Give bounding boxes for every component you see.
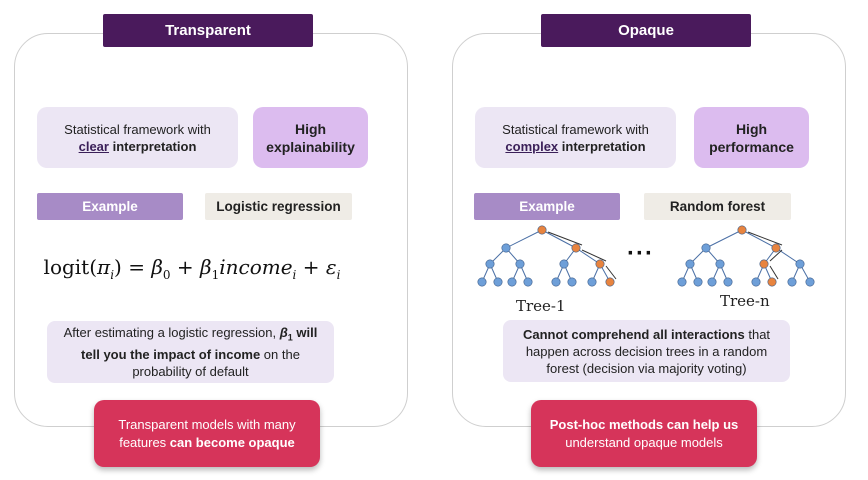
tree-n-node [751,277,761,287]
callout-text: understand opaque models [565,434,723,450]
badge-text: High explainability [266,120,355,155]
tree-1-node [493,277,503,287]
tree-n-node [737,225,747,235]
tree-1-node [523,277,533,287]
tree-n-edges [681,229,811,283]
tree-1-path-arrow [581,249,607,262]
formula-sub: i [292,268,297,282]
tree-n-node [795,259,805,269]
framework-text: Statistical framework with [502,121,649,137]
formula-sub1: 1 [211,268,220,282]
tree-1-node [567,277,577,287]
framework-text: Statistical framework with [64,121,211,137]
badge-text: High performance [709,120,794,155]
tree-n-node [805,277,815,287]
high-explainability-badge: High explainability [253,107,368,168]
example-label: Example [37,193,183,220]
callout-bold: Post-hoc methods can help us [549,416,739,432]
tree-n-node [677,277,687,287]
note-bold: Cannot comprehend all interactions [522,326,745,342]
transparent-title: Transparent [103,14,313,47]
tree-1-nodes [477,225,615,287]
note-beta: β [279,324,288,340]
tree-n-node [771,243,781,253]
tree-1-path-arrow [605,265,617,280]
formula-epsilon: ε [325,255,337,279]
tree-n-node [759,259,769,269]
example-value: Random forest [644,193,791,220]
callout-bold: can become opaque [169,434,295,450]
tree-1-node [605,277,615,287]
tree-1-label: Tree-1 [516,297,566,315]
tree-1-node [477,277,487,287]
transparent-callout: Transparent models with many features ca… [94,400,320,467]
transparent-note-box: After estimating a logistic regression, … [47,321,334,383]
note-text: After estimating a logistic regression, [63,324,280,340]
opaque-callout: Post-hoc methods can help us understand … [531,400,757,467]
tree-n-edge [705,229,743,249]
transparent-framework-box: Statistical framework with clear interpr… [37,107,238,168]
formula-pi: π [97,255,111,279]
random-forest-trees: Tree-1 Tree-n [477,225,815,315]
opaque-framework-box: Statistical framework with complex inter… [475,107,676,168]
tree-n-path-arrow [747,231,783,246]
high-performance-badge: High performance [694,107,809,168]
tree-n-node [701,243,711,253]
framework-emphasis: clear [78,138,109,154]
callout-text: Transparent models with many features [118,416,296,450]
tree-1-node [501,243,511,253]
tree-1-edge [575,247,601,265]
tree-1-node [537,225,547,235]
tree-n-path-arrow [769,265,779,280]
ellipsis: ··· [627,240,654,267]
framework-suffix: interpretation [108,138,197,154]
note-suffix: on the probability of default [132,347,300,380]
formula-beta1: β [200,255,212,279]
tree-1-node [571,243,581,253]
opaque-title: Opaque [541,14,751,47]
tree-n-node [707,277,717,287]
tree-n-node [693,277,703,287]
opaque-note-box: Cannot comprehend all interactions that … [503,320,790,382]
tree-n-node [787,277,797,287]
logit-formula: logit(πi) = β0 + β1incomei + εi [43,255,341,282]
tree-1-node [507,277,517,287]
formula-sub0: 0 [162,268,171,282]
note-beta-sub: 1 [287,332,293,343]
note-suffix: that happen across decision trees in a r… [525,326,771,376]
tree-n-edge [775,247,801,265]
tree-n-edge [741,229,777,249]
framework-suffix: interpretation [558,138,646,154]
formula-fn: logit [43,255,90,279]
formula-var: income [219,255,293,279]
tree-n-nodes [677,225,815,287]
tree-n-label: Tree-n [720,292,770,310]
tree-n-node [723,277,733,287]
tree-1-edges [481,229,617,283]
tree-1-path-arrow [547,231,583,246]
tree-n-node [715,259,725,269]
formula-sub: i [110,268,115,282]
formula-beta0: β [151,255,163,279]
tree-1-node [587,277,597,287]
formula-sub: i [336,268,341,282]
tree-1-node [551,277,561,287]
tree-n-node [767,277,777,287]
tree-n-path-arrow [769,249,783,262]
tree-1-node [559,259,569,269]
tree-1-node [485,259,495,269]
example-label: Example [474,193,620,220]
tree-1-node [515,259,525,269]
tree-1-edge [505,229,543,249]
example-value: Logistic regression [205,193,352,220]
framework-emphasis: complex [505,138,559,154]
note-bold: will tell you the impact of income [81,324,318,363]
tree-1-node [595,259,605,269]
tree-1-edge [541,229,577,249]
tree-n-node [685,259,695,269]
